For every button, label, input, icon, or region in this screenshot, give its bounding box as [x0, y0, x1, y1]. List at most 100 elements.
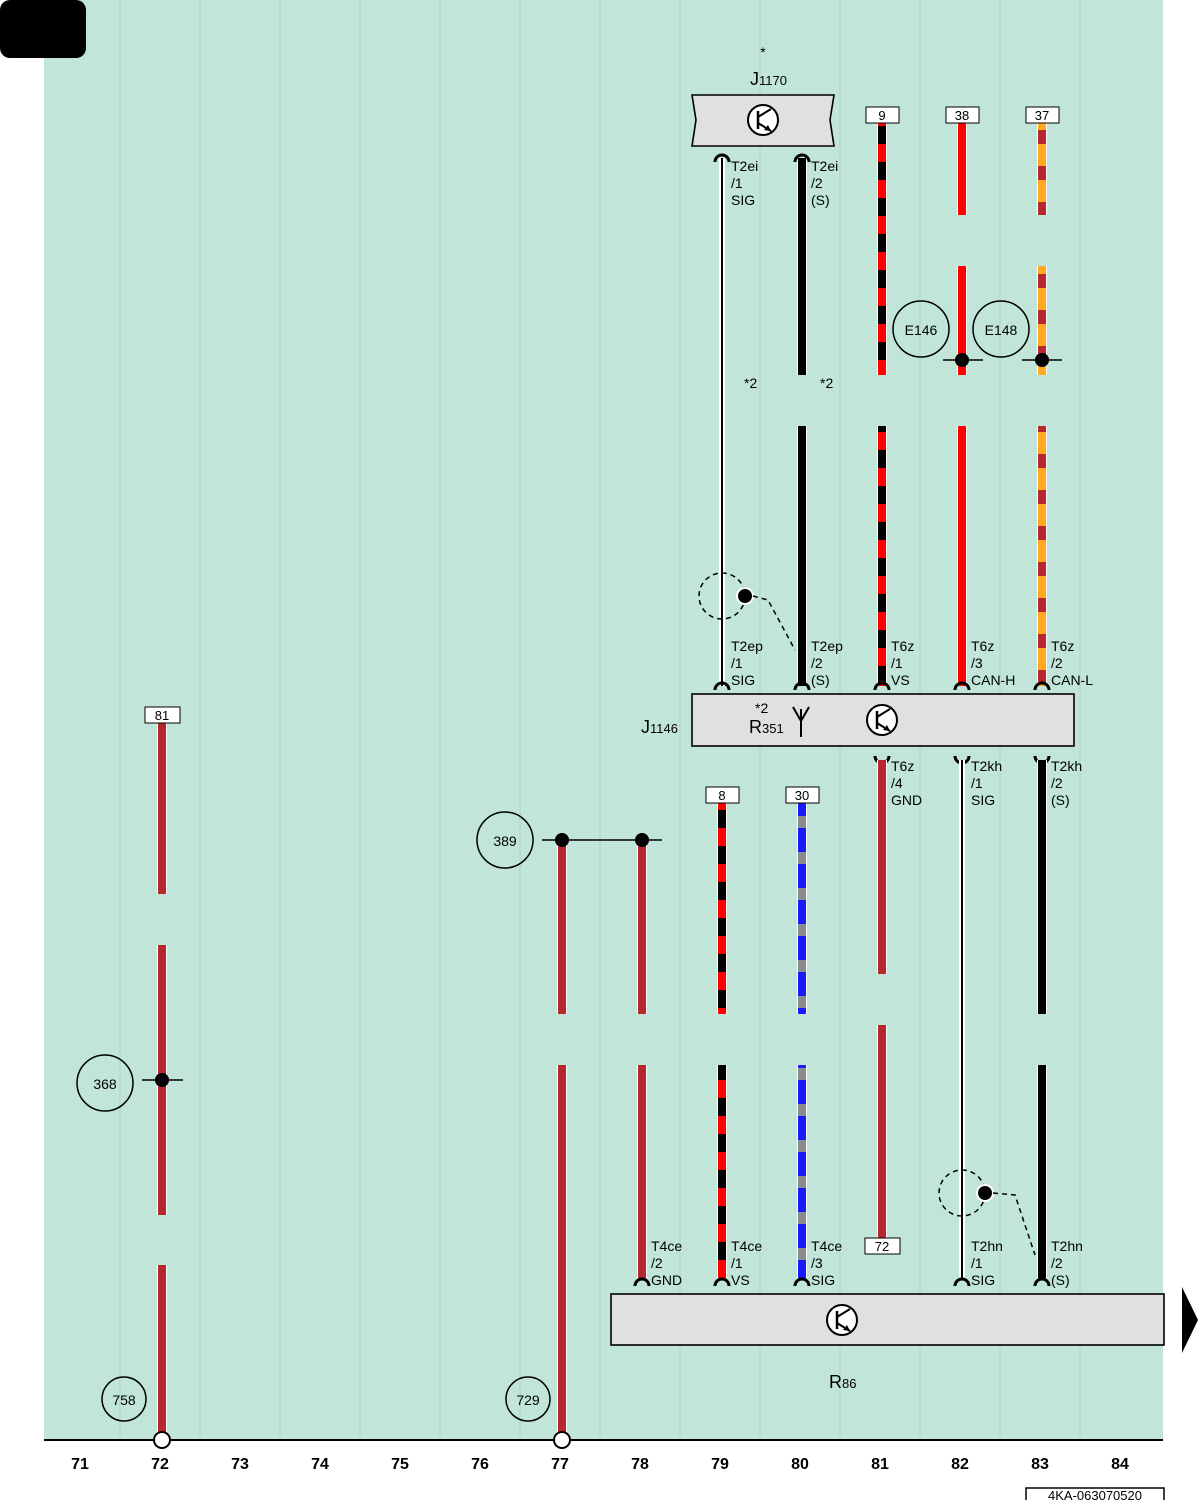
j1170-label: J1170 — [750, 69, 787, 89]
page-tab[interactable] — [0, 0, 86, 58]
svg-text:E146: E146 — [905, 322, 938, 338]
ref-circle-e146[interactable]: E146 — [892, 300, 950, 358]
wire-38-can-h — [957, 123, 967, 686]
ground-point-77 — [553, 1431, 571, 1449]
svg-text:37: 37 — [1035, 108, 1049, 123]
svg-text:8: 8 — [718, 788, 725, 803]
column-number: 71 — [71, 1456, 89, 1473]
splice-e146 — [943, 353, 983, 367]
svg-text:30: 30 — [795, 788, 809, 803]
svg-text:9: 9 — [878, 108, 885, 123]
column-number: 82 — [951, 1456, 969, 1473]
document-code: 4KA-063070520 — [1025, 1487, 1165, 1500]
wire-box-9: 9 — [865, 106, 900, 124]
connector-arches-r86 — [633, 1277, 1051, 1287]
column-number: 76 — [471, 1456, 489, 1473]
note-star2-right: *2 — [820, 375, 833, 391]
column-number: 75 — [391, 1456, 409, 1473]
pin-label-t2ep-2: T2ep/2(S) — [811, 638, 843, 688]
svg-text:4KA-063070520: 4KA-063070520 — [1048, 1488, 1142, 1500]
column-number: 72 — [151, 1456, 169, 1473]
svg-text:758: 758 — [112, 1392, 136, 1408]
transistor-icon — [826, 1304, 858, 1336]
wire-box-72: 72 — [864, 1237, 901, 1255]
wire-37-can-l — [1037, 123, 1047, 686]
shield-symbol-upper — [698, 572, 796, 651]
column-number: 79 — [711, 1456, 729, 1473]
ref-circle-389[interactable]: 389 — [476, 811, 534, 869]
column-number: 81 — [871, 1456, 889, 1473]
component-r86[interactable] — [610, 1293, 1165, 1346]
transistor-icon — [747, 104, 779, 136]
wire-9-vs — [877, 123, 887, 686]
connector-arches-j1146-top — [713, 681, 1051, 691]
wire-8-vs — [717, 803, 727, 1278]
wire-t6z4-gnd — [877, 760, 887, 1238]
pin-label-t2hn-2: T2hn/2(S) — [1051, 1238, 1083, 1288]
wire-389-gnd-77 — [557, 840, 567, 1435]
wire-box-81: 81 — [144, 706, 181, 724]
ground-point-72 — [153, 1431, 171, 1449]
component-j1146[interactable] — [691, 693, 1075, 747]
column-number: 77 — [551, 1456, 569, 1473]
r86-label: R86 — [829, 1372, 856, 1392]
next-page-arrow-icon[interactable] — [1182, 1287, 1198, 1353]
splice-389 — [542, 833, 662, 847]
pin-label-t2kh-2: T2kh/2(S) — [1051, 758, 1082, 808]
svg-text:38: 38 — [955, 108, 969, 123]
ref-circle-729[interactable]: 729 — [505, 1376, 551, 1422]
connector-t2ei-2 — [793, 153, 811, 163]
wire-box-38: 38 — [945, 106, 980, 124]
connector-t2ei-1 — [713, 153, 731, 163]
r351-star: *2 — [755, 700, 768, 716]
svg-text:72: 72 — [875, 1239, 889, 1254]
column-number: 73 — [231, 1456, 249, 1473]
transistor-icon — [866, 704, 898, 736]
column-number: 74 — [311, 1456, 329, 1473]
component-j1170[interactable] — [691, 94, 835, 147]
wire-box-8: 8 — [705, 786, 740, 804]
j1146-label: J1146 — [641, 717, 678, 737]
ref-circle-368[interactable]: 368 — [76, 1054, 134, 1112]
j1170-star: * — [760, 44, 766, 60]
wire-30-sig — [797, 803, 807, 1278]
wire-389-gnd-78 — [637, 840, 647, 1278]
wire-t2kh2-shield — [1037, 760, 1047, 1278]
wire-box-30: 30 — [785, 786, 820, 804]
j1170-number: 1170 — [759, 73, 787, 88]
pin-label-t2ei-2: T2ei/2(S) — [811, 158, 838, 208]
wire-box-37: 37 — [1025, 106, 1060, 124]
ref-circle-e148[interactable]: E148 — [972, 300, 1030, 358]
j1170-letter: J — [750, 69, 759, 89]
note-star2-left: *2 — [744, 375, 757, 391]
r351-label: R351 — [749, 717, 784, 737]
ref-circle-758[interactable]: 758 — [101, 1376, 147, 1422]
svg-text:729: 729 — [516, 1392, 540, 1408]
antenna-icon — [792, 706, 810, 737]
column-number: 84 — [1111, 1456, 1129, 1473]
column-numbers: 71 72 73 74 75 76 77 78 79 80 81 82 83 8… — [71, 1456, 1129, 1473]
column-number: 78 — [631, 1456, 649, 1473]
splice-368 — [142, 1073, 183, 1087]
svg-text:E148: E148 — [985, 322, 1018, 338]
column-number: 80 — [791, 1456, 809, 1473]
shield-symbol-lower — [938, 1169, 1036, 1256]
wire-t2ei2-shield — [797, 158, 807, 686]
splice-e148 — [1022, 353, 1062, 367]
svg-text:81: 81 — [155, 708, 169, 723]
svg-text:389: 389 — [493, 833, 517, 849]
column-number: 83 — [1031, 1456, 1049, 1473]
svg-text:368: 368 — [93, 1076, 117, 1092]
